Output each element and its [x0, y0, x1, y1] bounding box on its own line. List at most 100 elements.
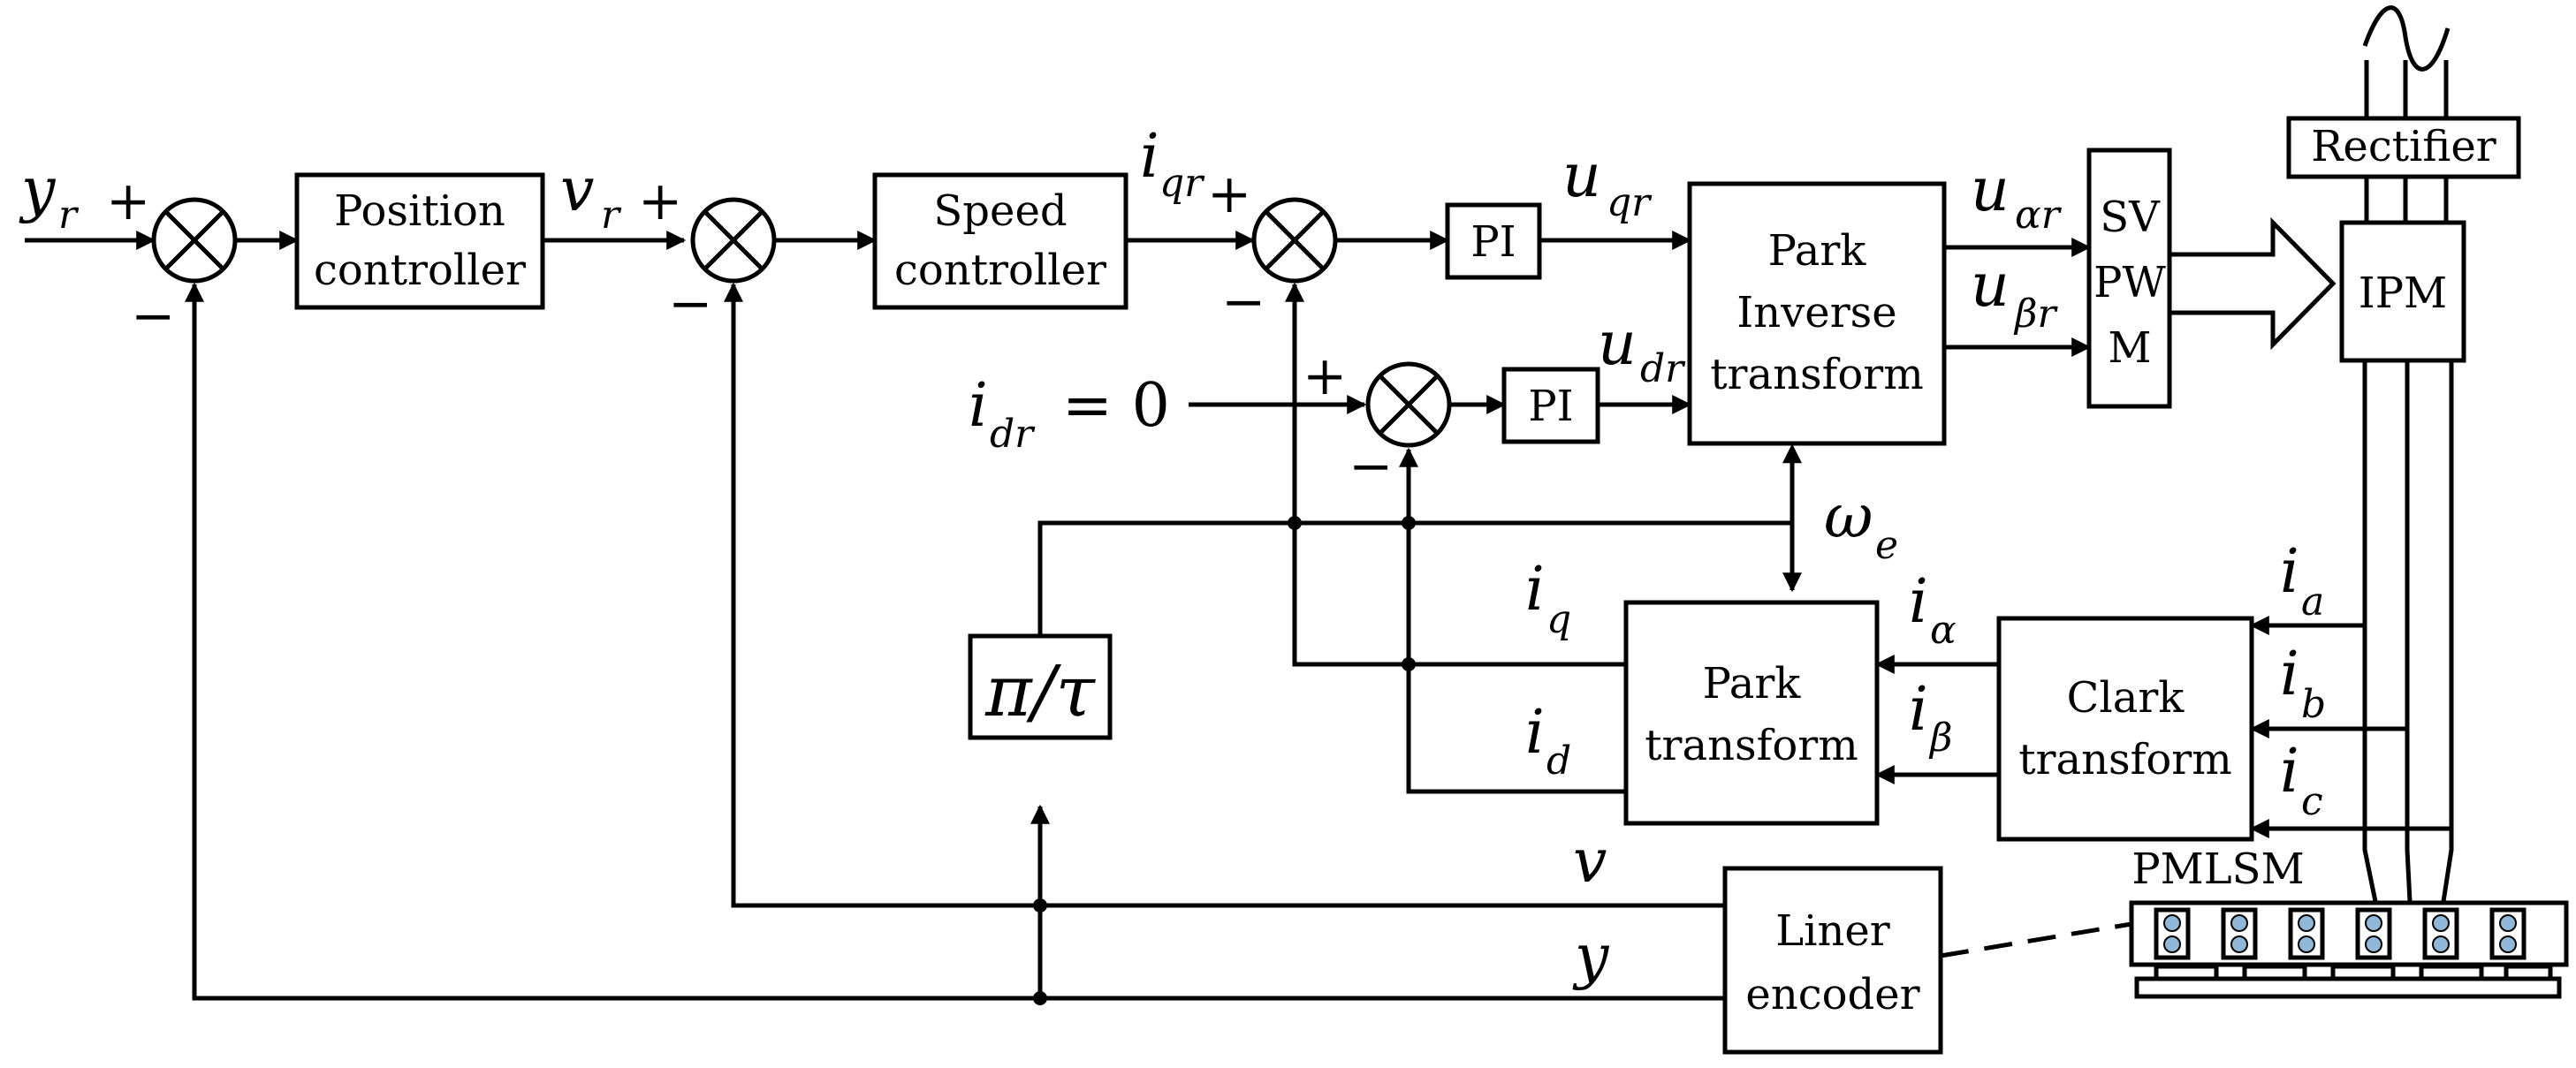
svg-text:αr: αr: [2015, 193, 2063, 238]
sign-plus-iqr: +: [1207, 163, 1251, 225]
speed-controller-label-1: Speed: [933, 186, 1067, 236]
label-y: y: [1572, 922, 1610, 992]
svg-text:α: α: [1930, 608, 1957, 653]
clark-transform-block: Clark transform: [1996, 616, 2254, 842]
label-ibeta: i β: [1909, 675, 1952, 761]
label-ualpha-r: u αr: [1971, 155, 2063, 238]
svg-text:y: y: [19, 155, 57, 225]
liner-encoder-label-2: encoder: [1745, 970, 1919, 1019]
summing-junction-d: [1365, 361, 1452, 448]
svg-text:a: a: [2301, 579, 2324, 625]
label-ib: i b: [2280, 640, 2326, 727]
motor-coils: [2154, 907, 2527, 960]
park-transform-block: Park transform: [1623, 600, 1880, 826]
clark-transform-label-2: transform: [2018, 735, 2232, 784]
svg-text:= 0: = 0: [1062, 371, 1170, 441]
svg-text:β: β: [1928, 716, 1952, 761]
svg-text:b: b: [2301, 682, 2326, 727]
svg-text:i: i: [1909, 567, 1928, 637]
label-iq: i q: [1525, 555, 1571, 642]
park-transform-label-2: transform: [1645, 721, 1858, 770]
summing-junction-position: [151, 197, 238, 284]
svg-text:i: i: [969, 371, 988, 441]
speed-controller-label-2: controller: [894, 246, 1106, 295]
svg-text:i: i: [1525, 698, 1545, 768]
ipm-label: IPM: [2359, 269, 2447, 318]
sign-minus-iq: −: [1221, 271, 1265, 333]
pmlsm-motor: PMLSM: [2129, 845, 2569, 999]
signal-wires: [25, 5, 2454, 1005]
svg-text:d: d: [1546, 739, 1571, 784]
power-arrow: [2167, 216, 2337, 351]
pi-over-tau-label: π/τ: [984, 650, 1097, 732]
sign-minus-y: −: [131, 285, 175, 347]
svg-text:u: u: [1971, 155, 2010, 225]
label-v: v: [1573, 827, 1607, 897]
summing-junction-speed: [690, 197, 777, 284]
svpwm-label-1: SV: [2100, 193, 2161, 242]
pi-over-tau-block: π/τ: [968, 633, 1113, 740]
svpwm-label-2: PW: [2093, 258, 2166, 307]
park-transform-label-1: Park: [1703, 659, 1802, 708]
park-inverse-label-3: transform: [1710, 350, 1924, 399]
svg-text:i: i: [2280, 537, 2299, 607]
park-inverse-block: Park Inverse transform: [1687, 181, 1947, 446]
svg-text:e: e: [1875, 523, 1898, 568]
svg-text:i: i: [1525, 555, 1545, 625]
position-controller-label-2: controller: [314, 246, 526, 295]
label-yr: y r: [19, 155, 80, 238]
svg-text:q: q: [1546, 597, 1571, 642]
svg-text:u: u: [1562, 141, 1601, 211]
sign-plus-yr: +: [106, 170, 150, 232]
label-udr: u dr: [1598, 309, 1686, 391]
pi-d-label: PI: [1528, 382, 1573, 431]
ipm-block: IPM: [2339, 220, 2466, 363]
clark-transform-label-1: Clark: [2067, 673, 2185, 723]
rectifier-block: Rectifier: [2286, 116, 2521, 179]
label-vr: v r: [560, 155, 622, 238]
position-controller-label-1: Position: [334, 186, 505, 236]
rectifier-label: Rectifier: [2311, 122, 2496, 171]
sign-plus-idr: +: [1303, 345, 1347, 407]
svg-text:i: i: [1909, 675, 1928, 745]
label-ubeta-r: u βr: [1971, 251, 2058, 337]
svg-text:i: i: [1140, 122, 1159, 192]
svpwm-block: SV PW M: [2086, 148, 2172, 409]
sign-minus-id: −: [1349, 436, 1393, 497]
svg-text:qr: qr: [1607, 180, 1653, 225]
sign-plus-vr: +: [638, 170, 682, 232]
svg-text:i: i: [2280, 640, 2299, 709]
label-omega-e: ω e: [1824, 482, 1898, 568]
park-inverse-label-1: Park: [1768, 226, 1867, 276]
sign-minus-v: −: [668, 273, 712, 335]
label-idr: i dr = 0: [969, 371, 1170, 457]
speed-controller-block: Speed controller: [872, 172, 1128, 310]
park-inverse-label-2: Inverse: [1736, 288, 1896, 337]
svpwm-label-3: M: [2108, 323, 2151, 373]
label-id: i d: [1525, 698, 1571, 784]
svg-text:u: u: [1598, 309, 1637, 379]
label-iqr: i qr: [1140, 122, 1205, 206]
svg-text:βr: βr: [2013, 292, 2058, 337]
svg-text:v: v: [560, 155, 594, 225]
pi-q-block: PI: [1445, 202, 1542, 280]
svg-text:qr: qr: [1159, 161, 1205, 206]
pmlsm-label: PMLSM: [2131, 845, 2304, 894]
svg-text:dr: dr: [990, 412, 1036, 457]
summing-junction-q: [1251, 197, 1338, 284]
svg-text:ω: ω: [1824, 482, 1873, 552]
pi-d-block: PI: [1501, 367, 1600, 444]
svg-text:i: i: [2280, 737, 2299, 807]
liner-encoder-label-1: Liner: [1775, 906, 1890, 956]
label-ic: i c: [2280, 737, 2323, 824]
label-ialpha: i α: [1909, 567, 1957, 653]
pi-q-label: PI: [1470, 217, 1516, 267]
label-uqr: u qr: [1562, 141, 1653, 225]
svg-text:r: r: [601, 193, 622, 238]
position-controller-block: Position controller: [294, 172, 545, 310]
motor-base: [2134, 976, 2562, 999]
svg-text:c: c: [2301, 779, 2323, 824]
svg-text:r: r: [58, 193, 80, 238]
liner-encoder-block: Liner encoder: [1722, 866, 1943, 1055]
